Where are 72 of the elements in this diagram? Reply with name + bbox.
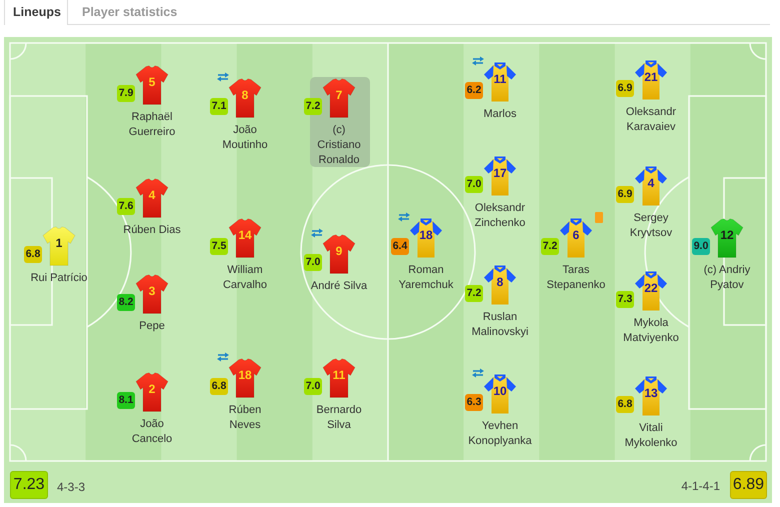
rating-badge: 8.2	[117, 294, 135, 311]
shirt-number: 21	[644, 70, 658, 84]
player-name: Rui Patrício	[30, 271, 88, 286]
rating-badge: 7.6	[117, 198, 135, 215]
shirt-number: 12	[720, 228, 734, 242]
shirt-number: 8	[496, 275, 504, 289]
shirt-number: 1	[56, 236, 62, 250]
player-name: (c) Cristiano Ronaldo	[316, 123, 362, 168]
selected-tab: Lineups	[4, 0, 68, 25]
rating-badge: 7.2	[304, 98, 322, 115]
rating-badge: 8.1	[117, 392, 135, 409]
rating-badge: 6.2	[465, 82, 483, 99]
player-name: Rúben Dias	[122, 223, 182, 238]
shirt-number: 18	[238, 368, 252, 382]
player-name: Oleksandr Zinchenko	[474, 201, 526, 231]
rating-badge: 6.8	[210, 378, 228, 395]
shirt-number: 11	[494, 72, 506, 86]
player-name: Mykola Matviyenko	[622, 316, 680, 346]
rating-badge: 7.3	[616, 291, 634, 308]
rating-badge: 7.0	[304, 378, 322, 395]
player-name: Roman Yaremchuk	[398, 263, 454, 293]
shirt-number: 11	[332, 368, 346, 382]
rating-badge: 7.2	[465, 285, 483, 302]
player-name: André Silva	[310, 279, 368, 294]
rating-badge: 6.8	[24, 246, 42, 263]
shirt-number: 2	[148, 382, 156, 396]
shirt-number: 14	[238, 228, 252, 242]
player-name: Oleksandr Karavaiev	[624, 105, 678, 135]
player-name: William Carvalho	[222, 263, 268, 293]
rating-badge: 7.1	[210, 98, 228, 115]
rating-badge: 6.8	[616, 396, 634, 413]
player-name: Vitali Mykolenko	[624, 421, 678, 451]
rating-badge: 7.2	[541, 238, 559, 255]
rating-badge: 9.0	[692, 238, 710, 255]
shirt-number: 9	[336, 244, 342, 258]
shirt-number: 8	[242, 88, 248, 102]
shirt-number: 6	[572, 228, 580, 242]
shirt-number: 4	[648, 176, 654, 190]
rating-badge: 6.9	[616, 186, 634, 203]
shirt-number: 3	[148, 284, 156, 298]
player-name: João Cancelo	[130, 417, 174, 447]
player-name: João Moutinho	[221, 123, 269, 153]
team-rating-badge: 6.89	[730, 471, 767, 499]
player-name: Raphaël Guerreiro	[128, 110, 176, 140]
rating-badge: 6.3	[465, 394, 483, 411]
shirt-number: 13	[644, 386, 658, 400]
player-name: Taras Stepanenko	[546, 263, 606, 293]
formation-text: 4-1-4-1	[681, 479, 720, 493]
shirt-number: 10	[493, 384, 507, 398]
player-name: Sergey Kryvtsov	[628, 211, 674, 241]
rating-badge: 7.9	[117, 85, 135, 102]
shirt-number: 5	[148, 75, 156, 89]
player-name: Rúben Neves	[228, 403, 262, 433]
team-rating-badge: 7.23	[10, 471, 48, 499]
shirt-number: 17	[493, 166, 507, 180]
shirt-number: 22	[644, 281, 658, 295]
player-name: Pepe	[138, 319, 166, 334]
shirt-number: 18	[419, 228, 433, 242]
player-name: Yevhen Konoplyanka	[467, 419, 533, 449]
rating-badge: 7.0	[304, 254, 322, 271]
tab-label: Player statistics	[82, 4, 178, 21]
player-name: Marlos	[482, 107, 518, 122]
rating-badge: 7.5	[210, 238, 228, 255]
player-name: Bernardo Silva	[315, 403, 363, 433]
rating-badge: 6.4	[391, 238, 409, 255]
shirt-number: 7	[336, 88, 342, 102]
player-name: (c) Andriy Pyatov	[702, 263, 752, 293]
player-name: Ruslan Malinovskyi	[470, 310, 530, 340]
shirt-number: 4	[148, 188, 156, 202]
rating-badge: 7.0	[465, 176, 483, 193]
formation-text: 4-3-3	[57, 480, 86, 494]
rating-badge: 6.9	[616, 80, 634, 97]
